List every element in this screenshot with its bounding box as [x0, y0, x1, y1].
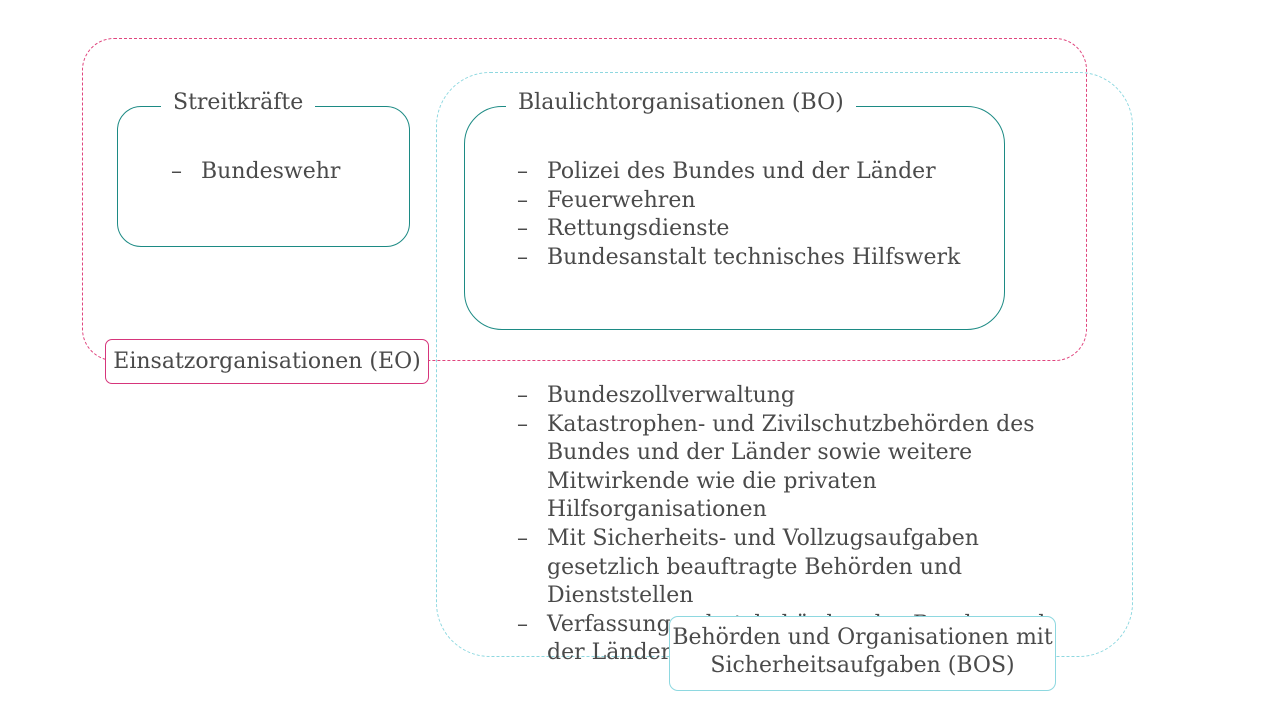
- list-item: Feuerwehren: [517, 187, 987, 216]
- streitkraefte-list: Bundeswehr: [171, 158, 401, 187]
- blaulichtorganisationen-list: Polizei des Bundes und der Länder Feuerw…: [517, 158, 987, 272]
- bos-label-line1: Behörden und Organisationen mit: [672, 625, 1053, 650]
- einsatzorganisationen-group-border: [82, 38, 1087, 361]
- list-item: Katastrophen- und Zivilschutzbehörden de…: [517, 411, 1087, 525]
- list-item: Polizei des Bundes und der Länder: [517, 158, 987, 187]
- list-item: Mit Sicherheits- und Vollzugsaufgaben ge…: [517, 525, 1087, 611]
- bos-list: Bundeszollverwaltung Katastrophen- und Z…: [517, 382, 1087, 668]
- bos-label: Behörden und Organisationen mit Sicherhe…: [669, 616, 1056, 691]
- list-item: Rettungsdienste: [517, 215, 987, 244]
- einsatzorganisationen-label: Einsatzorganisationen (EO): [105, 339, 429, 384]
- list-item: Bundeszollverwaltung: [517, 382, 1087, 411]
- blaulichtorganisationen-title: Blaulichtorganisationen (BO): [506, 90, 856, 116]
- bos-label-line2: Sicherheitsaufgaben (BOS): [710, 653, 1015, 678]
- list-item: Bundesanstalt technisches Hilfswerk: [517, 244, 987, 273]
- list-item: Bundeswehr: [171, 158, 401, 187]
- streitkraefte-title: Streitkräfte: [161, 90, 316, 116]
